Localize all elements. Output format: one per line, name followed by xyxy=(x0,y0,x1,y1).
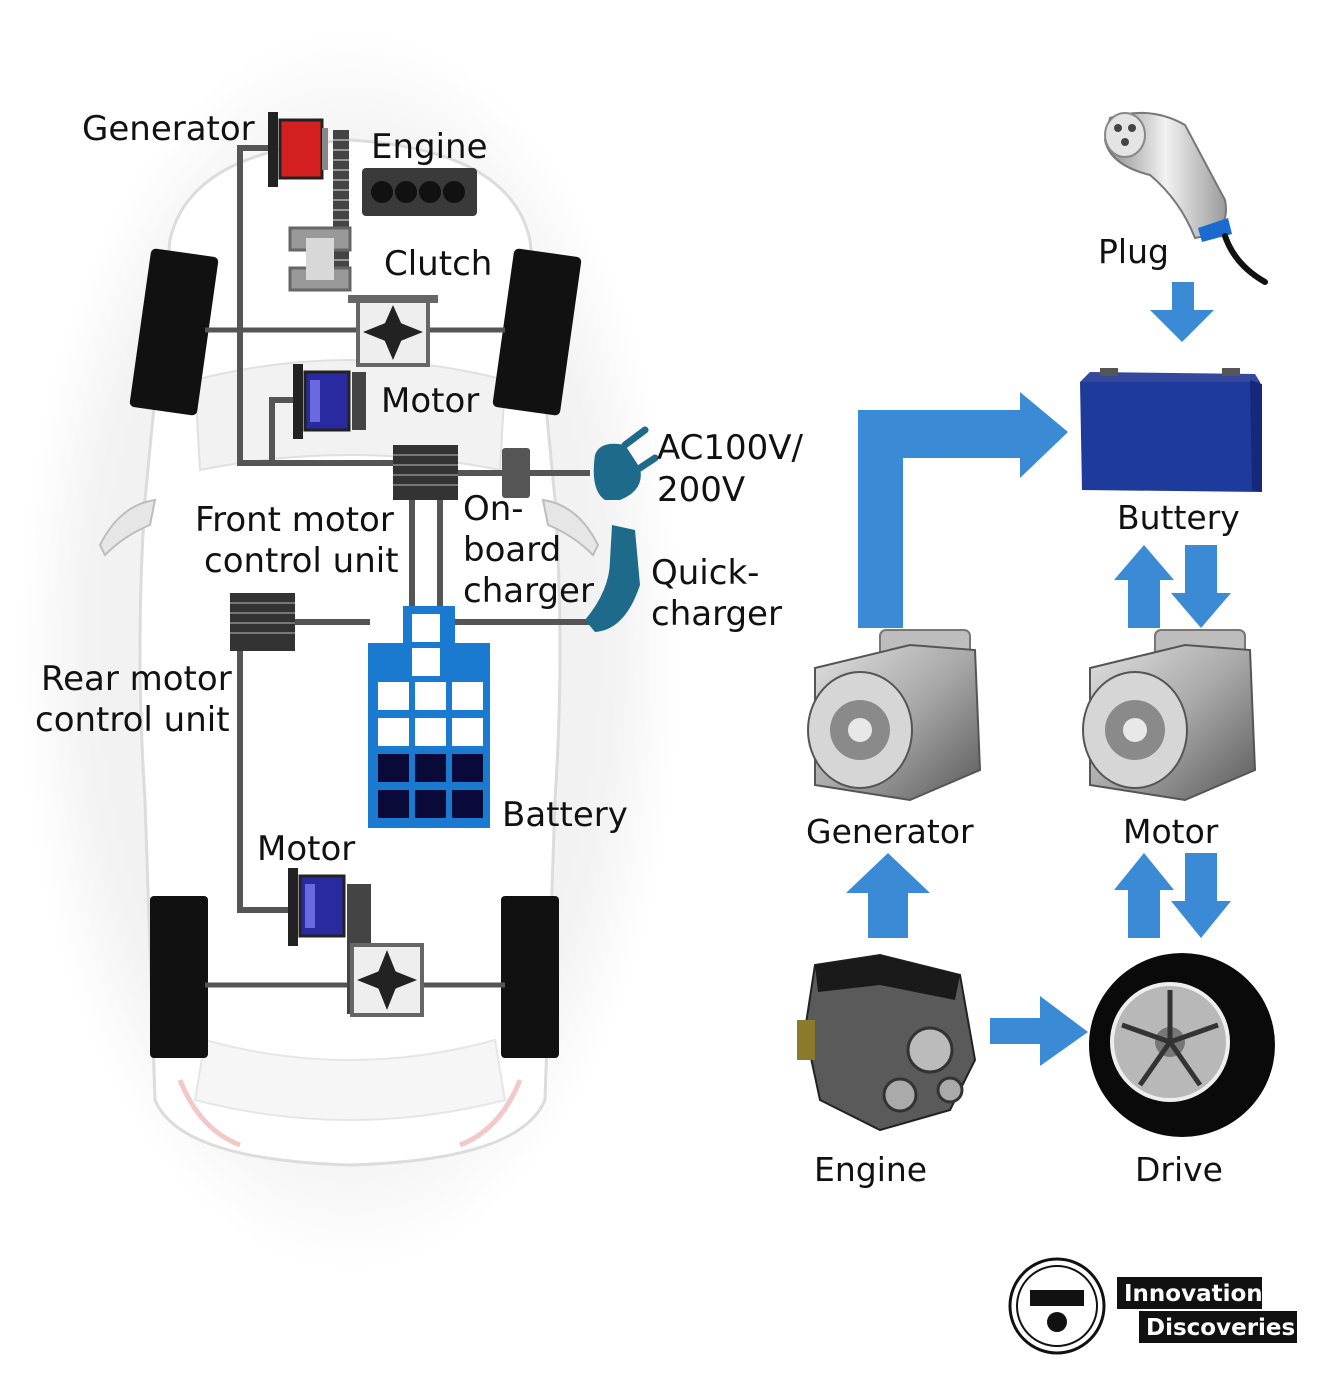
engine-block xyxy=(362,168,477,216)
rear-differential xyxy=(350,943,424,1017)
battery-pack xyxy=(368,606,490,828)
label-flow-generator: Generator xyxy=(806,812,974,851)
flow-battery-icon xyxy=(1080,368,1262,492)
arrow-motor-drive-bidirectional xyxy=(1114,853,1231,938)
battery-cell xyxy=(378,682,409,710)
battery-cell xyxy=(452,754,483,782)
label-quick-line2: charger xyxy=(651,594,782,634)
front-motor-unit xyxy=(293,364,366,439)
label-onboard-line1: On- xyxy=(463,489,524,529)
label-front-motor: Motor xyxy=(381,381,479,421)
wiring xyxy=(237,145,590,913)
label-ac-line2: 200V xyxy=(657,470,745,510)
arrow-engine-to-drive xyxy=(990,996,1088,1066)
label-onboard-line3: charger xyxy=(463,571,594,611)
label-clutch: Clutch xyxy=(384,244,492,284)
label-front-mcu-line1: Front motor xyxy=(195,500,394,540)
battery-cell xyxy=(415,790,446,818)
front-left-tire xyxy=(129,248,219,416)
battery-cell xyxy=(415,754,446,782)
engine-icon xyxy=(797,953,977,1132)
label-quick-line1: Quick- xyxy=(651,553,759,593)
battery-cell xyxy=(378,790,409,818)
label-battery: Battery xyxy=(502,795,628,835)
wheel-icon xyxy=(1089,953,1275,1137)
clutch xyxy=(288,226,352,292)
logo-line2: Discoveries xyxy=(1146,1315,1295,1341)
label-flow-drive: Drive xyxy=(1135,1150,1223,1189)
label-flow-engine: Engine xyxy=(814,1150,927,1189)
ac-plug-icon xyxy=(593,426,659,500)
front-differential xyxy=(348,295,438,367)
rear-left-tire xyxy=(150,896,208,1058)
rear-right-tire xyxy=(501,896,559,1058)
motor-icon xyxy=(1082,629,1257,802)
quick-charger-plug-icon xyxy=(585,525,640,632)
label-flow-battery: Buttery xyxy=(1117,498,1240,537)
generator-motor-icon xyxy=(807,629,982,802)
onboard-charger xyxy=(502,448,530,498)
plug-icon xyxy=(1103,111,1268,285)
label-engine: Engine xyxy=(371,127,488,167)
battery-cell xyxy=(452,718,483,746)
car-body xyxy=(20,30,680,1270)
battery-cell xyxy=(378,718,409,746)
battery-cell xyxy=(412,648,440,676)
front-right-tire xyxy=(492,248,582,416)
battery-cell xyxy=(378,754,409,782)
label-rear-motor: Motor xyxy=(257,829,355,869)
battery-cell xyxy=(412,614,440,642)
label-ac-line1: AC100V/ xyxy=(657,428,804,468)
arrow-plug-to-battery xyxy=(1150,282,1214,342)
arrow-engine-to-generator xyxy=(846,853,930,938)
battery-cell xyxy=(452,790,483,818)
arrow-battery-motor-bidirectional xyxy=(1114,545,1231,628)
battery-cell xyxy=(415,682,446,710)
rear-motor-control-unit xyxy=(230,593,295,651)
gear-stack xyxy=(333,130,349,290)
label-rear-mcu-line1: Rear motor xyxy=(41,659,232,699)
generator-unit xyxy=(268,112,328,187)
label-flow-motor: Motor xyxy=(1123,812,1219,851)
front-motor-control-unit xyxy=(393,445,458,500)
label-onboard-line2: board xyxy=(463,530,561,570)
label-plug: Plug xyxy=(1098,232,1169,271)
battery-cell xyxy=(415,718,446,746)
label-front-mcu-line2: control unit xyxy=(204,541,399,581)
arrow-generator-to-battery xyxy=(858,392,1068,628)
battery-cell xyxy=(452,682,483,710)
brand-logo: Innovation Discoveries xyxy=(1008,1257,1297,1355)
label-generator: Generator xyxy=(82,109,255,149)
label-rear-mcu-line2: control unit xyxy=(35,700,230,740)
logo-line1: Innovation xyxy=(1124,1281,1263,1307)
